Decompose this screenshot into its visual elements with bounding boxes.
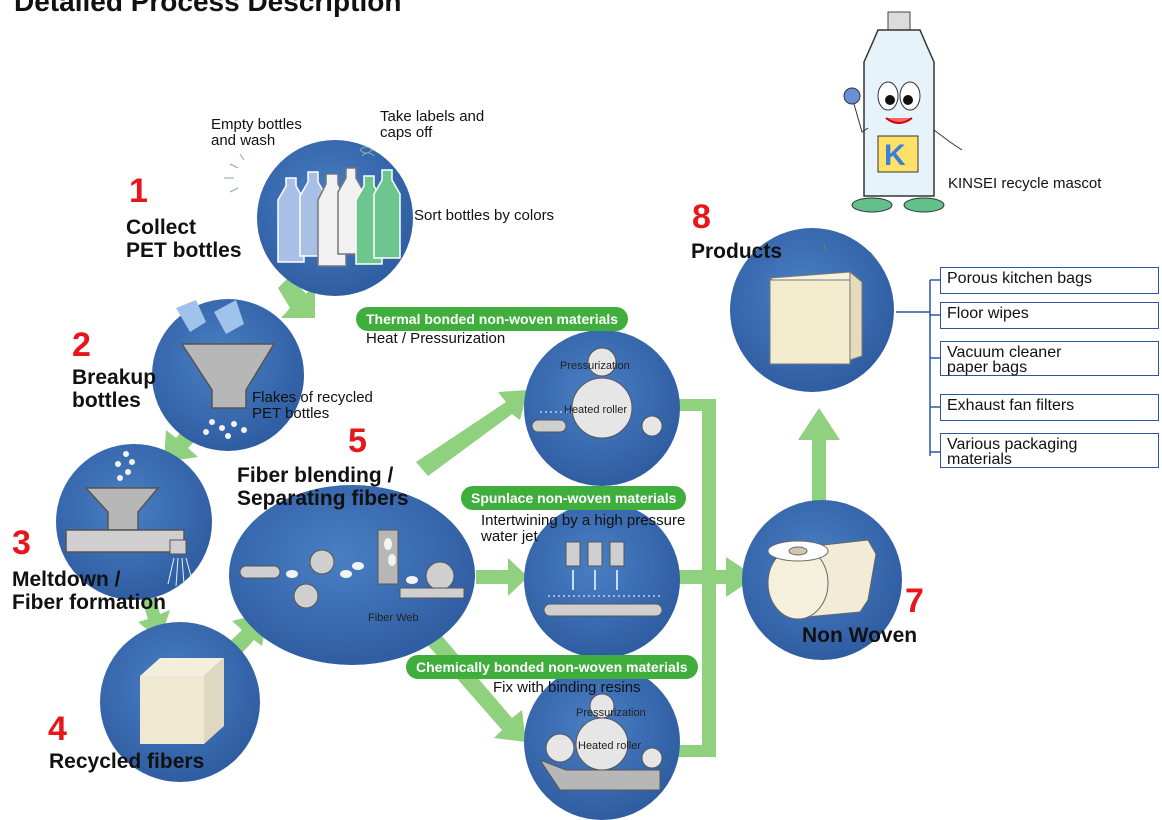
arrow-5-to-thermal: [416, 390, 528, 476]
arrow-1-to-2: [278, 276, 315, 318]
mascot-illustration: [843, 11, 963, 213]
note-intertwining: Intertwining by a high pressure water je…: [481, 512, 686, 545]
blending-machine-illustration: [239, 529, 465, 609]
chemical-pressurization-label: Pressurization: [576, 707, 646, 719]
non-woven-roll-illustration: [767, 539, 877, 620]
step-8-label: Products: [691, 240, 783, 263]
page-title: Detailed Process Description: [14, 0, 402, 17]
arrow-5-to-spunlace: [476, 558, 528, 596]
arrow-spunlace-out: [676, 557, 756, 597]
step-8-number: 8: [692, 198, 711, 236]
chemical-heated-roller-label: Heated roller: [578, 740, 641, 752]
mascot-caption: KINSEI recycle mascot: [948, 175, 1102, 192]
step-4-number: 4: [48, 710, 67, 748]
bottles-illustration: [224, 146, 401, 267]
thermal-heated-roller-label: Heated roller: [564, 404, 627, 416]
step-2-number: 2: [72, 326, 91, 364]
product-exhaust-filters: Exhaust fan filters: [940, 394, 1159, 421]
pill-chemical: Chemically bonded non-woven materials: [406, 655, 698, 679]
step-5-label: Fiber blending / Separating fibers: [237, 464, 409, 510]
fiber-cube-illustration: [140, 658, 224, 744]
arrow-5-to-chemical: [418, 622, 526, 742]
spunlace-machine-illustration: [543, 541, 663, 617]
extruder-illustration: [65, 451, 193, 587]
thermal-pressurization-label: Pressurization: [560, 360, 630, 372]
note-binding-resins: Fix with binding resins: [493, 679, 641, 696]
arrow-7-to-8: [798, 408, 840, 512]
flow-arrows: [138, 276, 840, 757]
step-7-number: 7: [905, 582, 924, 620]
fiber-web-label: Fiber Web: [368, 612, 419, 624]
note-empty-bottles: Empty bottles and wash: [211, 116, 302, 149]
step-5-number: 5: [348, 422, 367, 460]
pill-thermal: Thermal bonded non-woven materials: [356, 307, 629, 331]
note-sort-bottles: Sort bottles by colors: [414, 207, 555, 224]
thermal-machine-illustration: [531, 347, 663, 439]
step-1-number: 1: [129, 172, 148, 210]
product-floor-wipes: Floor wipes: [940, 302, 1159, 329]
step-1-label: Collect PET bottles: [126, 216, 242, 262]
step-3-number: 3: [12, 524, 31, 562]
note-take-labels: Take labels and caps off: [380, 108, 485, 141]
step-2-label: Breakup bottles: [72, 366, 157, 412]
circle-spunlace: [524, 502, 680, 658]
mascot-k-letter: K: [884, 139, 906, 172]
step-4-label: Recycled fibers: [49, 750, 205, 773]
circle-5-fiber-blending: [229, 485, 475, 665]
pill-spunlace: Spunlace non-woven materials: [461, 486, 687, 510]
arrow-collector: [676, 399, 716, 757]
chemical-machine-illustration: [538, 693, 663, 791]
step-7-label: Non Woven: [802, 624, 918, 647]
product-porous-kitchen-bags: Porous kitchen bags: [940, 267, 1159, 294]
products-bracket: [896, 279, 940, 456]
note-heat-pressurization: Heat / Pressurization: [366, 330, 506, 347]
product-vacuum-bags: Vacuum cleaner paper bags: [940, 341, 1159, 376]
product-packaging-materials: Various packaging materials: [940, 433, 1159, 468]
hopper-illustration: [176, 300, 276, 439]
step-3-label: Meltdown / Fiber formation: [12, 568, 167, 614]
note-flakes: Flakes of recycled PET bottles: [252, 389, 373, 422]
bag-illustration: [768, 243, 879, 365]
